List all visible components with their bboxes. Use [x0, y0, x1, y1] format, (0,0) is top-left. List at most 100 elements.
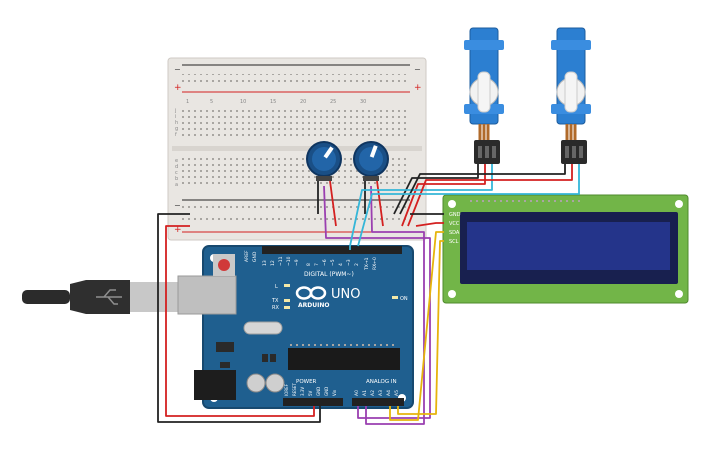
digital-pin-label: ~5	[330, 259, 336, 266]
analog-in-label: ANALOG IN	[366, 379, 397, 385]
digital-header	[262, 246, 402, 254]
lcd-pin-vcc: VCC	[449, 221, 460, 227]
wire-lcd-vcc	[415, 222, 444, 227]
column-number: 1	[186, 99, 189, 105]
row-letter: f	[175, 132, 177, 138]
atmega-chip	[288, 348, 400, 370]
lcd-screen	[467, 222, 670, 270]
breadboard: − + − + 1 5 10 15 20 25 30 j i h g f e	[167, 57, 427, 241]
column-number: 20	[300, 99, 306, 105]
power-pin-label: 3.3V	[300, 387, 305, 396]
analog-header	[352, 398, 404, 406]
rail-minus-label: −	[174, 201, 181, 210]
row-letter: d	[175, 164, 178, 170]
digital-pwm-label: DIGITAL (PWM~)	[304, 271, 354, 278]
led-tx-label: TX	[271, 298, 279, 304]
wire-servo1-signal	[349, 164, 493, 247]
digital-pin-label: 2	[354, 263, 360, 266]
column-number: 5	[210, 99, 213, 105]
wire-lcd-sda	[389, 231, 444, 421]
wire-5v-to-rail	[165, 225, 315, 417]
lcd-display[interactable]: GND VCC SDA SCL	[442, 194, 689, 304]
analog-pin-label: A3	[378, 390, 384, 396]
arduino-uno-board[interactable]: AREF GND 13 12 ~11 ~10 ~9 8 7 ~6 ~5 4 ~3…	[177, 245, 414, 409]
digital-pin-label: ~10	[286, 256, 292, 266]
digital-pin-label: TX→1	[364, 257, 370, 271]
analog-pin-label: A2	[370, 390, 376, 396]
power-pin-labels: IOREF RESET 3.3V 5V GND GND Vin	[284, 383, 337, 396]
capacitor	[246, 373, 266, 393]
digital-pin-label: 13	[262, 260, 268, 266]
power-pin-label: GND	[324, 387, 329, 396]
rail-minus-label-right: −	[414, 65, 421, 74]
lcd-pin-labels: GND VCC SDA SCL	[449, 212, 461, 245]
analog-pin-label: A5	[394, 390, 400, 396]
digital-pin-label: RX←0	[372, 257, 378, 270]
digital-pin-labels: AREF GND 13 12 ~11 ~10 ~9 8 7 ~6 ~5 4 ~3…	[244, 250, 378, 271]
row-letter: a	[175, 182, 178, 188]
wire-servo2-signal	[357, 164, 580, 247]
servo-motor-1[interactable]	[464, 27, 504, 164]
row-letter: g	[175, 126, 178, 132]
power-pin-label: IOREF	[284, 383, 289, 396]
digital-pin-label: 8	[306, 263, 312, 266]
column-number: 10	[240, 99, 246, 105]
wire-servo1-gnd	[393, 164, 479, 215]
aref-label: AREF	[244, 250, 250, 262]
digital-pin-label: 4	[338, 263, 344, 266]
rail-plus-label: +	[174, 225, 182, 235]
breadboard-top-power-rail: − + − +	[174, 64, 422, 93]
breadboard-column-numbers: 1 5 10 15 20 25 30	[186, 99, 366, 105]
row-letter: i	[175, 114, 176, 120]
digital-pin-label: ~3	[346, 259, 352, 266]
lcd-pin-gnd: GND	[449, 212, 461, 218]
power-pin-label: GND	[316, 387, 321, 396]
usb-jack	[177, 275, 237, 315]
power-pin-label: 5V	[308, 390, 313, 396]
column-number: 25	[330, 99, 336, 105]
analog-pin-label: A4	[386, 390, 392, 396]
digital-pin-label: 7	[314, 263, 320, 266]
digital-pin-label: ~6	[322, 259, 328, 266]
digital-pin-label: 12	[270, 260, 276, 266]
lcd-pin-sda: SDA	[449, 230, 460, 236]
crystal-oscillator	[243, 321, 283, 335]
power-pin-label: Vin	[332, 389, 337, 396]
wires	[157, 164, 580, 425]
wire-pot2-vcc	[376, 180, 384, 227]
row-letter: h	[175, 120, 178, 126]
status-leds: L TX RX ON	[271, 284, 408, 311]
power-pin-label: RESET	[292, 383, 297, 396]
row-letter: e	[175, 158, 178, 164]
analog-pin-label: A1	[362, 390, 368, 396]
potentiometer-1[interactable]	[306, 141, 342, 181]
led-l-label: L	[275, 284, 278, 290]
digital-pin-label: ~11	[278, 256, 284, 266]
digital-pin-label: ~9	[294, 259, 300, 266]
row-letter: j	[174, 108, 176, 114]
lcd-header-pins	[467, 198, 583, 203]
lcd-pin-scl: SCL	[449, 239, 459, 245]
led-on-label: ON	[400, 296, 408, 302]
analog-pin-label: A0	[354, 390, 360, 396]
brand-label: ARDUINO	[298, 302, 329, 309]
column-number: 30	[360, 99, 366, 105]
wire-pot1-vcc	[329, 180, 337, 227]
wire-pot1-to-a0	[323, 185, 431, 419]
led-rx-label: RX	[272, 305, 279, 311]
servo-motor-2[interactable]	[551, 27, 591, 164]
breadboard-row-letters-top: j i h g f	[174, 108, 178, 138]
wire-servo2-vcc	[407, 164, 573, 227]
breadboard-channel	[172, 146, 422, 151]
gnd-label: GND	[252, 251, 258, 262]
potentiometer-2[interactable]	[353, 141, 389, 181]
arduino-logo: ARDUINO UNO	[295, 286, 360, 309]
column-number: 15	[270, 99, 276, 105]
usb-icon	[96, 289, 122, 305]
rail-plus-label-right: +	[414, 83, 422, 93]
rail-minus-label: −	[174, 65, 181, 74]
wire-lcd-scl	[397, 240, 444, 415]
wire-gnd-to-rail	[157, 213, 321, 423]
breadboard-upper-terminal	[182, 108, 410, 138]
